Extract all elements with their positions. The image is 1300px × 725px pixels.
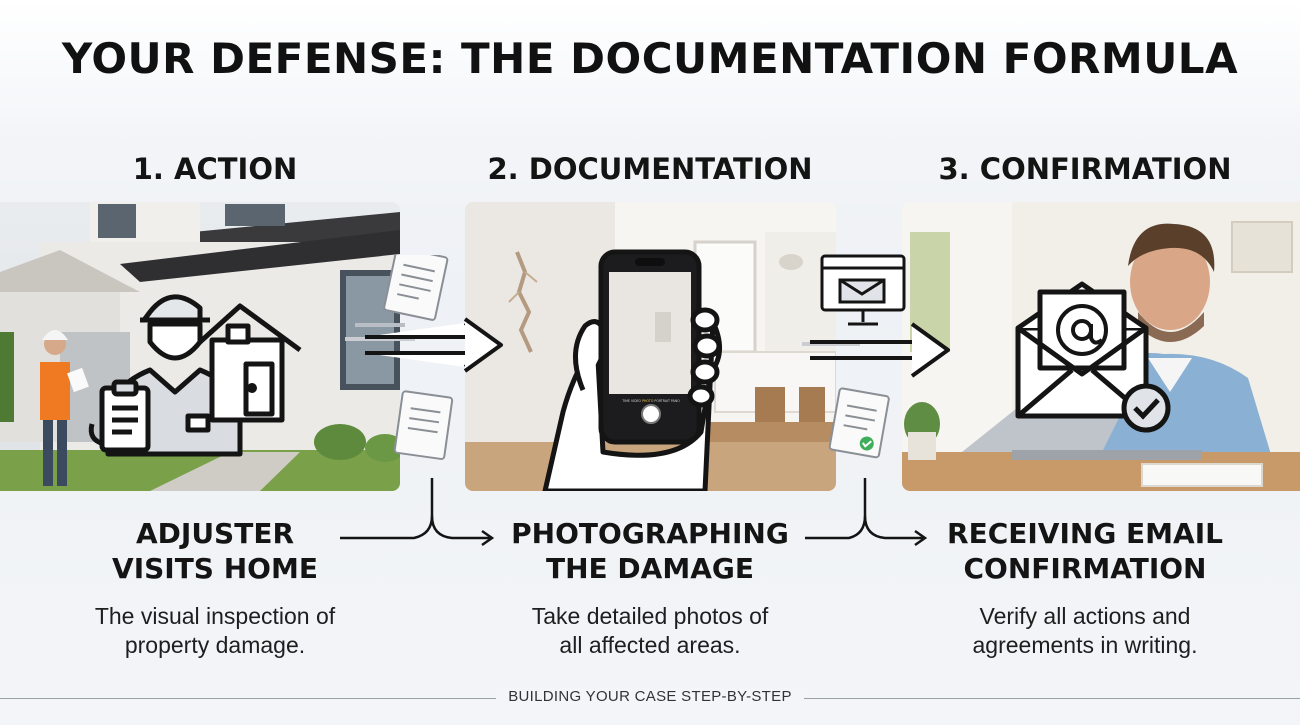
arrow-1-to-2	[345, 255, 503, 460]
check-circle-icon	[1121, 383, 1171, 433]
document-icon	[393, 390, 454, 460]
email-at-icon	[1015, 281, 1149, 419]
step-3-heading: 3. CONFIRMATION	[938, 152, 1232, 186]
document-icon	[383, 255, 449, 321]
arrow-2-to-3	[802, 254, 950, 459]
document-icon	[828, 387, 890, 459]
interior-photo: TIME VIDEO PHOTO PORTRAIT PANO	[465, 202, 836, 491]
laptop-photo	[902, 202, 1300, 491]
page-title: YOUR DEFENSE: THE DOCUMENTATION FORMULA	[61, 34, 1239, 83]
connector-1-to-2	[340, 478, 495, 547]
clipboard-icon	[88, 379, 151, 453]
footer-label: BUILDING YOUR CASE STEP-BY-STEP	[0, 688, 1300, 705]
phone-modes: TIME VIDEO PHOTO PORTRAIT PANO	[621, 399, 680, 403]
arrow-right-icon	[345, 317, 503, 373]
smartphone-icon: TIME VIDEO PHOTO PORTRAIT PANO	[598, 249, 702, 445]
connector-2-to-3	[805, 478, 928, 547]
arrow-right-icon	[802, 322, 950, 378]
house-photo	[0, 202, 400, 491]
title-band	[0, 0, 1300, 125]
step-2-heading: 2. DOCUMENTATION	[487, 152, 813, 186]
step-1-heading: 1. ACTION	[132, 152, 298, 186]
monitor-mail-icon	[820, 254, 906, 326]
house-icon	[198, 303, 302, 423]
